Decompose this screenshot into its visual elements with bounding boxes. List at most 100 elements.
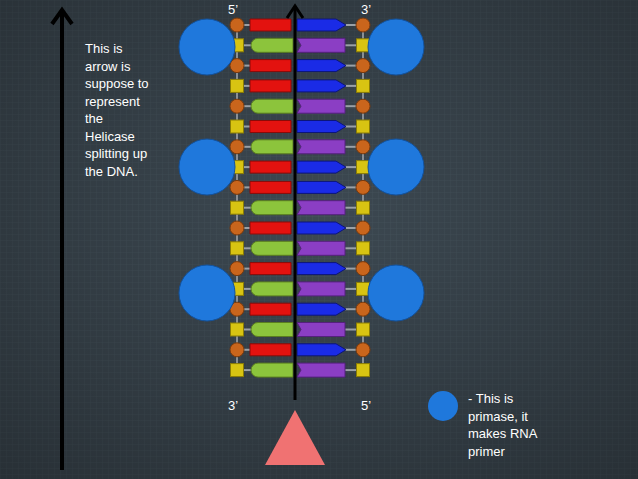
base-blue	[297, 263, 346, 275]
base-purple	[297, 282, 345, 296]
base-blue	[297, 19, 346, 31]
sugar-circle	[230, 99, 244, 113]
note-text: This is arrow is suppose to represent th…	[85, 40, 155, 180]
sugar-circle	[356, 59, 370, 73]
base-pair	[230, 59, 370, 73]
sugar-circle	[230, 221, 244, 235]
helicase-triangle	[265, 410, 325, 465]
base-red	[250, 161, 291, 173]
sugar-circle	[230, 59, 244, 73]
primase-circle	[368, 139, 424, 195]
base-green	[251, 140, 293, 154]
primase-circle	[179, 19, 235, 75]
split-line	[294, 8, 297, 400]
sugar-circle	[356, 221, 370, 235]
base-pair	[230, 180, 370, 194]
strand-end-label: 5’	[228, 1, 258, 19]
phosphate-square	[231, 79, 244, 92]
sugar-circle	[356, 343, 370, 357]
base-blue	[297, 121, 346, 133]
primase-circle	[179, 265, 235, 321]
legend-item: - This is primase, it makes RNA primer	[428, 390, 628, 470]
base-pair	[231, 282, 370, 296]
primase-circle	[368, 265, 424, 321]
base-green	[251, 282, 293, 296]
base-pair	[231, 161, 370, 174]
sugar-circle	[356, 18, 370, 32]
base-pair	[230, 302, 370, 316]
base-purple	[297, 99, 345, 113]
base-purple	[297, 363, 345, 377]
base-red	[250, 263, 291, 275]
phosphate-square	[231, 120, 244, 133]
base-green	[251, 323, 293, 337]
base-pair	[231, 201, 370, 215]
base-red	[250, 344, 291, 356]
phosphate-square	[231, 242, 244, 255]
phosphate-square	[231, 323, 244, 336]
base-pair	[230, 140, 370, 154]
strand-end-label: 3’	[228, 397, 258, 415]
sugar-circle	[356, 262, 370, 276]
base-green	[251, 38, 293, 52]
strand-end-label: 3’	[361, 1, 391, 19]
phosphate-square	[231, 364, 244, 377]
base-blue	[297, 181, 346, 193]
base-blue	[297, 161, 346, 173]
sugar-circle	[230, 180, 244, 194]
helicase-arrow	[60, 12, 64, 470]
sugar-circle	[230, 18, 244, 32]
primase-circle	[179, 139, 235, 195]
base-blue	[297, 344, 346, 356]
sugar-circle	[230, 140, 244, 154]
base-green	[251, 363, 293, 377]
sugar-circle	[356, 302, 370, 316]
phosphate-square	[231, 201, 244, 214]
phosphate-square	[357, 120, 370, 133]
base-pair	[230, 221, 370, 235]
base-purple	[297, 38, 345, 52]
base-red	[250, 19, 291, 31]
base-purple	[297, 201, 345, 215]
base-pair	[230, 343, 370, 357]
phosphate-square	[357, 79, 370, 92]
phosphate-square	[357, 242, 370, 255]
base-pair	[231, 120, 370, 133]
base-red	[250, 60, 291, 72]
primase-circle	[368, 19, 424, 75]
sugar-circle	[356, 99, 370, 113]
base-pair	[231, 241, 370, 255]
base-pair	[230, 262, 370, 276]
base-red	[250, 121, 291, 133]
base-purple	[297, 140, 345, 154]
dna-ladder	[230, 18, 370, 377]
base-pair	[231, 363, 370, 377]
base-green	[251, 201, 293, 215]
phosphate-square	[357, 201, 370, 214]
sugar-circle	[230, 343, 244, 357]
base-purple	[297, 323, 345, 337]
arrow-head	[287, 6, 303, 18]
phosphate-square	[357, 364, 370, 377]
base-blue	[297, 303, 346, 315]
base-green	[251, 99, 293, 113]
sugar-circle	[356, 140, 370, 154]
base-red	[250, 80, 291, 92]
base-red	[250, 181, 291, 193]
legend-swatch	[428, 391, 458, 421]
base-pair	[231, 38, 370, 52]
base-blue	[297, 222, 346, 234]
sugar-circle	[356, 180, 370, 194]
base-pair	[231, 323, 370, 337]
base-pair	[230, 18, 370, 32]
base-red	[250, 303, 291, 315]
base-red	[250, 222, 291, 234]
phosphate-square	[357, 39, 370, 52]
sugar-circle	[230, 262, 244, 276]
base-purple	[297, 241, 345, 255]
base-green	[251, 241, 293, 255]
